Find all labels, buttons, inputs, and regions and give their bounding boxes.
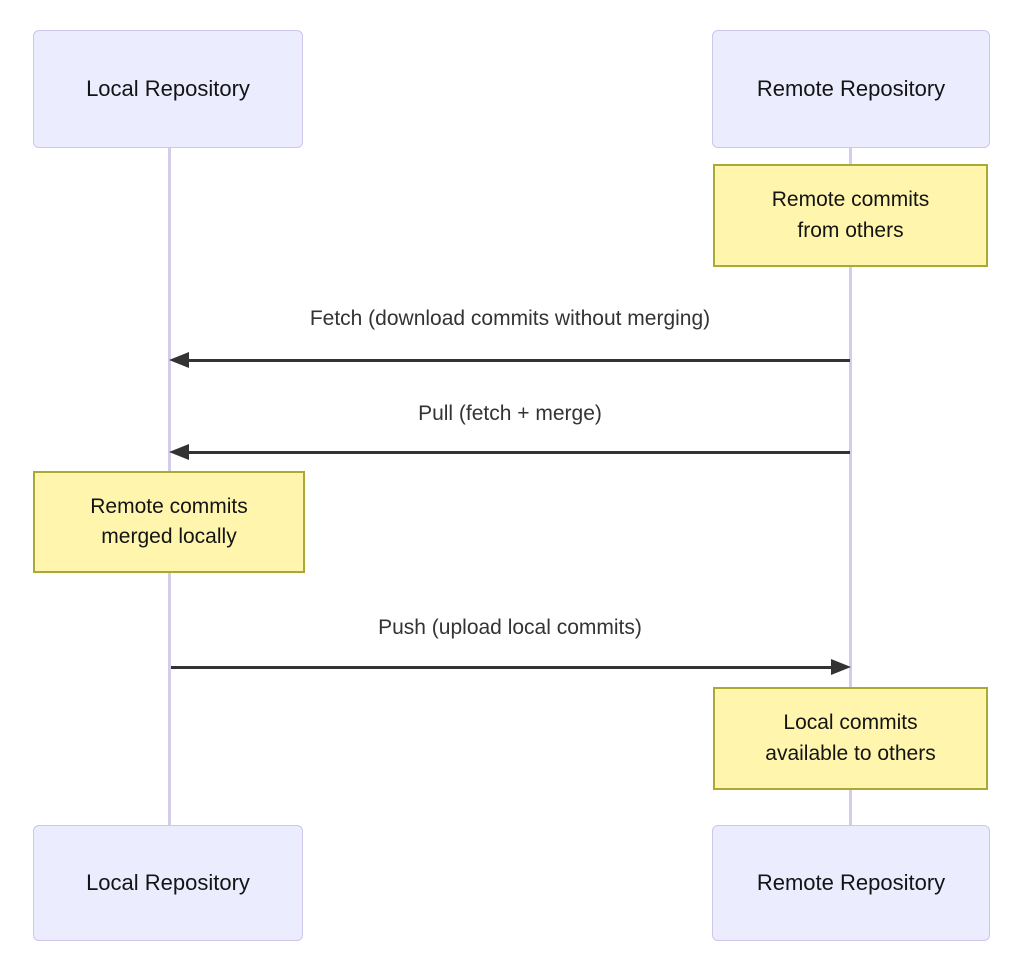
- actor-box-local-bottom: Local Repository: [33, 825, 303, 941]
- lifeline-remote: [849, 148, 852, 825]
- message-label-push: Push (upload local commits): [378, 616, 642, 639]
- actor-box-remote-bottom: Remote Repository: [712, 825, 990, 941]
- message-label-fetch: Fetch (download commits without merging): [309, 307, 711, 330]
- actor-box-remote-top: Remote Repository: [712, 30, 990, 148]
- message-arrow-pull: [187, 451, 850, 454]
- arrowhead-right: [831, 659, 851, 675]
- message-arrow-fetch: [187, 359, 850, 362]
- note-remote-commits-from-others: Remote commits from others: [713, 164, 988, 267]
- note-local-commits-available: Local commits available to others: [713, 687, 988, 790]
- note-remote-commits-merged-locally: Remote commits merged locally: [33, 471, 305, 573]
- message-arrow-push: [171, 666, 831, 669]
- arrowhead-left: [169, 352, 189, 368]
- message-label-pull: Pull (fetch + merge): [418, 402, 602, 425]
- arrowhead-left: [169, 444, 189, 460]
- actor-box-local-top: Local Repository: [33, 30, 303, 148]
